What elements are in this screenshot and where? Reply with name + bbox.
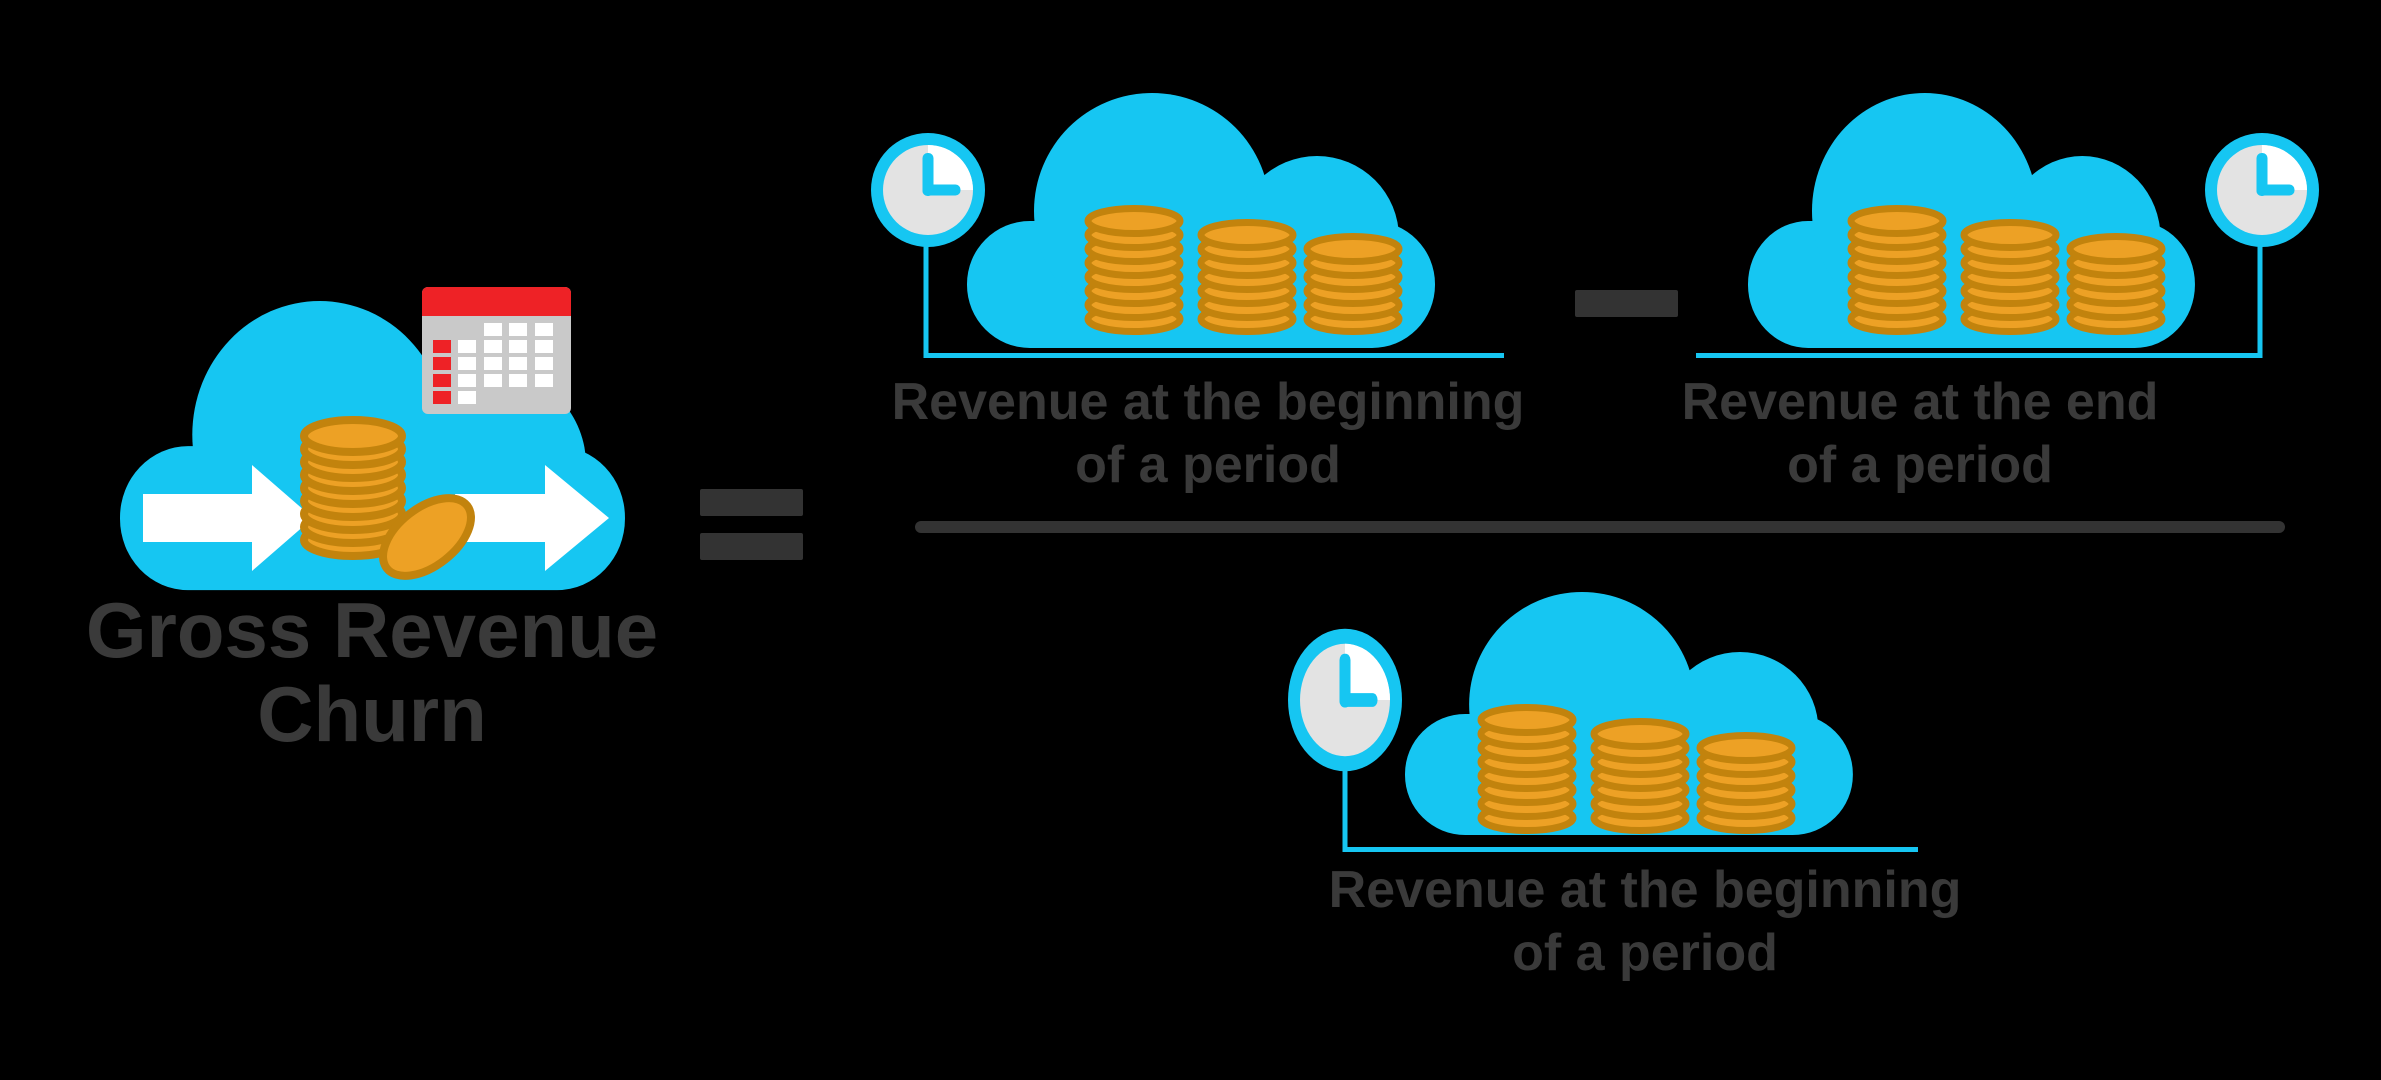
coins-icon	[300, 416, 475, 580]
arrow-right-out-icon	[455, 465, 609, 571]
gross-revenue-churn-icon	[120, 287, 625, 591]
calendar-cells	[433, 323, 553, 404]
revenue-beginning-top-icon	[871, 93, 1504, 358]
numerator-right-label-line2: of a period	[1787, 436, 2053, 494]
revenue-beginning-bottom-icon	[1288, 592, 1918, 852]
denominator-label-line2: of a period	[1512, 924, 1778, 982]
clock-icon	[1288, 628, 1402, 772]
clock-icon	[2205, 133, 2319, 247]
result-label-line1: Gross Revenue	[85, 586, 659, 674]
clock-icon	[871, 133, 985, 247]
minus-sign	[1575, 290, 1678, 317]
numerator-right-label-line1: Revenue at the end	[1681, 373, 2159, 431]
result-label: Gross Revenue Churn	[22, 588, 722, 756]
denominator-label-line1: Revenue at the beginning	[1328, 861, 1962, 919]
result-label-line2: Churn	[257, 670, 487, 758]
denominator-label: Revenue at the beginning of a period	[1245, 859, 2045, 985]
calendar-icon	[422, 287, 571, 414]
revenue-end-icon	[1696, 93, 2319, 358]
tilted-coin-icon	[379, 494, 475, 580]
fraction-bar	[915, 521, 2285, 533]
connector-line	[1342, 762, 1918, 852]
connector-line	[1696, 243, 2263, 358]
connector-line	[923, 243, 1504, 358]
numerator-right-label: Revenue at the end of a period	[1520, 371, 2320, 497]
equals-sign	[700, 489, 803, 560]
numerator-left-label: Revenue at the beginning of a period	[808, 371, 1608, 497]
numerator-left-label-line1: Revenue at the beginning	[891, 373, 1525, 431]
numerator-left-label-line2: of a period	[1075, 436, 1341, 494]
arrow-right-in-icon	[143, 465, 313, 571]
